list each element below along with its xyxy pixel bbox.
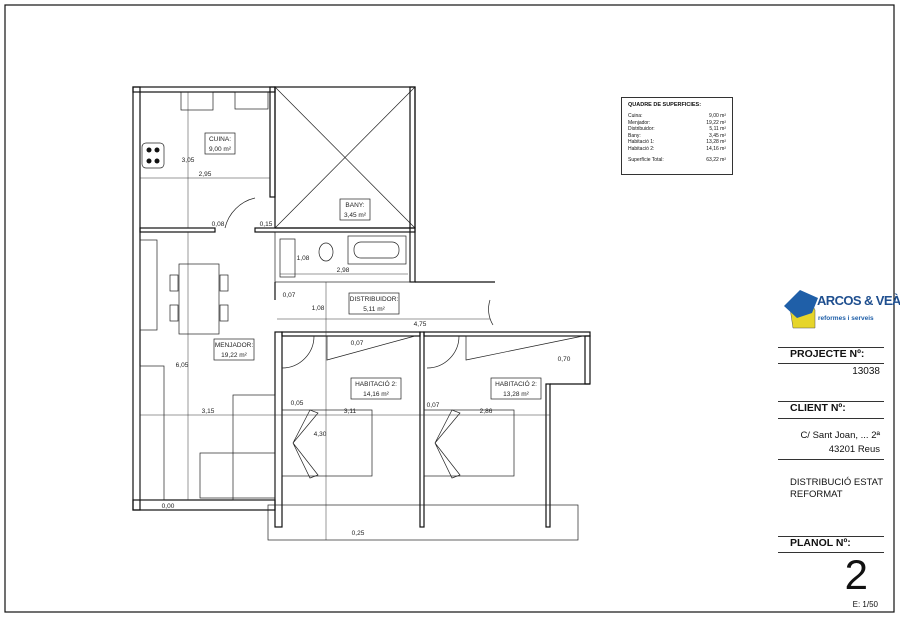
scale: E: 1/50 (852, 600, 878, 609)
bathtub-icon (347, 235, 407, 265)
total-area: 63,22 m² (706, 157, 726, 163)
dim-label: 3,11 (344, 408, 357, 415)
dim-label: 0,25 (352, 530, 365, 537)
dim-label: 0,15 (260, 221, 273, 228)
total-label: Superfície Total: (628, 157, 664, 163)
project-number: 13038 (852, 366, 880, 377)
area-row: Menjador: 19,22 m² (628, 120, 726, 127)
room-area: 3,45 m² (709, 132, 726, 139)
sofa (232, 394, 276, 501)
area-row: Habitació 2: 14,16 m² (628, 146, 726, 153)
stove-icon (141, 142, 165, 169)
area-row: Habitació 1: 13,28 m² (628, 139, 726, 146)
room-area: 13,28 m² (706, 139, 726, 145)
door-swing (224, 197, 256, 229)
wardrobe-door (292, 409, 319, 479)
area-row: Distribuidor: 5,11 m² (628, 126, 726, 133)
room-name-cuina: CUINA: (209, 136, 231, 143)
dim-label: 3,05 (182, 157, 195, 164)
bed (281, 409, 373, 477)
dim-label: 4,30 (314, 431, 327, 438)
room-name-habitacio-a: HABITACIÓ 2: (355, 379, 397, 388)
room-name: Bany: (628, 132, 641, 139)
room-area: 19,22 m² (706, 119, 726, 126)
room-area-menjador: 19,22 m² (221, 352, 247, 359)
dim-label: 4,75 (414, 321, 427, 328)
room-area: 5,11 m² (709, 126, 726, 132)
balcony (267, 504, 579, 541)
wardrobe-door (434, 409, 461, 479)
dim-label: 0,07 (427, 402, 440, 409)
room-name-bany: BANY: (345, 202, 364, 209)
dimension-labels: 3,05 2,95 0,08 0,15 1,08 2,98 0,07 1,08 … (162, 157, 571, 537)
room-area-habitacio-a: 14,16 m² (363, 391, 389, 398)
toilet-icon (318, 242, 334, 262)
dim-label: 0,05 (291, 400, 304, 407)
dining-table (178, 263, 220, 335)
room-name-habitacio-b: HABITACIÓ 2: (495, 379, 537, 388)
room-area-bany: 3,45 m² (344, 212, 367, 219)
client-address-2: 43201 Reus (828, 444, 880, 455)
dim-label: 0,70 (558, 356, 571, 363)
room-labels: CUINA: 9,00 m² BANY: 3,45 m² DISTRIBUIDO… (204, 132, 542, 400)
project-label: PROJECTE Nº: (790, 348, 865, 360)
area-total-row: Superfície Total: 63,22 m² (628, 157, 726, 164)
dim-label: 2,86 (480, 408, 493, 415)
area-row: Bany: 3,45 m² (628, 133, 726, 140)
room-area: 14,16 m² (706, 145, 726, 152)
room-area-distribuidor: 5,11 m² (363, 306, 385, 313)
sheet-border (4, 4, 895, 613)
room-area-cuina: 9,00 m² (209, 146, 232, 153)
area-table-title: QUADRE DE SUPERFICIES: (628, 102, 702, 108)
room-name-menjador: MENJADOR: (215, 342, 253, 349)
client-label: CLIENT Nº: (790, 402, 846, 414)
plan-label: PLANOL Nº: (790, 537, 851, 549)
area-summary-table: QUADRE DE SUPERFICIES: Cuina: 9,00 m² Men… (621, 97, 733, 175)
room-name: Habitació 2: (628, 145, 655, 152)
bathroom (274, 231, 411, 283)
dimension-lines (140, 92, 550, 540)
room-name: Habitació 1: (628, 139, 655, 145)
dim-label: 1,08 (312, 305, 325, 312)
client-address-1: C/ Sant Joan, ... 2ª (800, 430, 880, 441)
room-name: Menjador: (628, 119, 651, 126)
room-name: Distribuidor: (628, 126, 655, 132)
dim-label: 0,08 (212, 221, 225, 228)
company-logo (784, 290, 818, 329)
room-name-distribuidor: DISTRIBUIDOR: (350, 296, 399, 303)
logo-tagline: reformes i serveis (818, 315, 874, 322)
furniture (139, 91, 515, 501)
dim-label: 1,08 (297, 255, 310, 262)
room-name: Cuina: (628, 113, 643, 119)
dim-label: 2,98 (337, 267, 350, 274)
drawing-description: DISTRIBUCIÓ ESTAT REFORMAT (790, 477, 883, 500)
dim-label: 6,05 (176, 362, 189, 369)
logo-name: ARCOS & VEÀ (817, 293, 900, 308)
dim-label: 0,00 (162, 503, 175, 510)
washbasin-icon (279, 238, 296, 278)
dim-label: 3,15 (202, 408, 215, 415)
sink-icon (180, 91, 214, 111)
room-area: 9,00 m² (709, 113, 726, 119)
walls (132, 86, 591, 541)
room-area-habitacio-b: 13,28 m² (503, 391, 529, 398)
dim-label: 2,95 (199, 171, 212, 178)
dim-label: 0,07 (283, 292, 296, 299)
dim-label: 0,07 (351, 340, 364, 347)
plan-number: 2 (844, 551, 868, 598)
area-row: Cuina: 9,00 m² (628, 113, 726, 120)
bed (423, 409, 515, 477)
